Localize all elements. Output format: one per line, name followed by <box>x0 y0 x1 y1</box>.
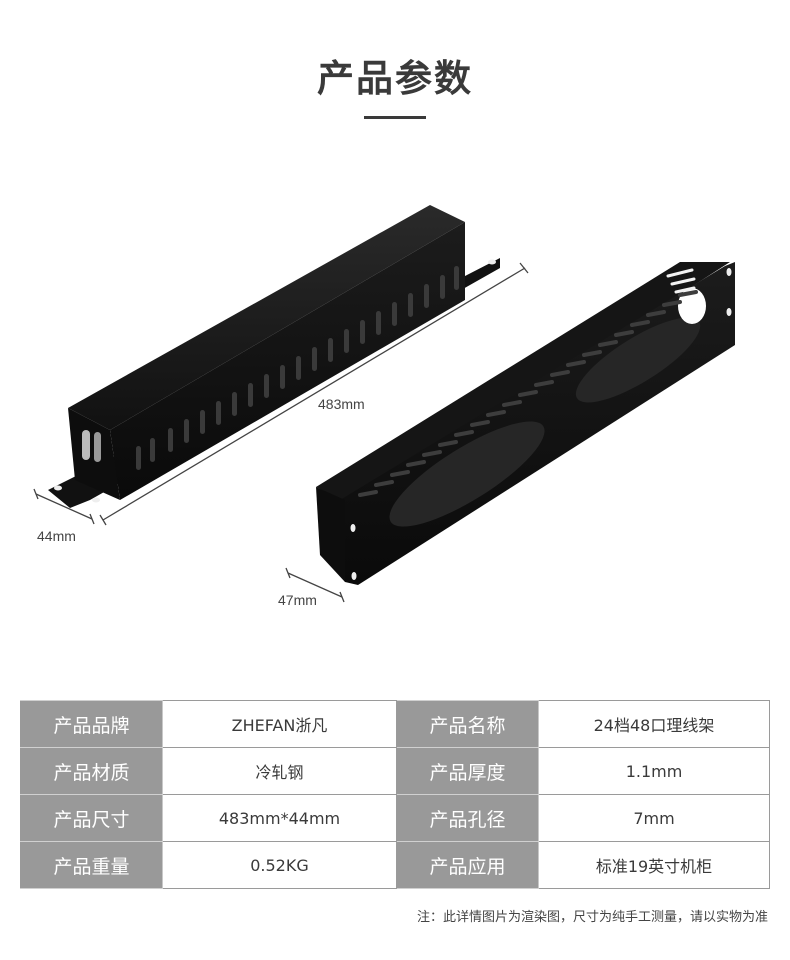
spec-label-application: 产品应用 <box>396 841 539 889</box>
table-row: 产品材质 冷轧钢 产品厚度 1.1mm <box>20 747 770 795</box>
spec-value-size: 483mm*44mm <box>162 794 397 842</box>
table-row: 产品重量 0.52KG 产品应用 标准19英寸机柜 <box>20 841 770 889</box>
product-illustration <box>0 190 790 630</box>
spec-value-weight: 0.52KG <box>162 841 397 889</box>
left-product-image <box>48 205 500 508</box>
spec-label-size: 产品尺寸 <box>20 794 163 842</box>
spec-label-weight: 产品重量 <box>20 841 163 889</box>
spec-value-application: 标准19英寸机柜 <box>538 841 770 889</box>
spec-value-name: 24档48口理线架 <box>538 700 770 748</box>
dimension-lines-left <box>33 262 529 526</box>
dimension-label-depth: 47mm <box>278 592 317 608</box>
dimension-label-length: 483mm <box>318 396 365 412</box>
right-product-image <box>316 262 735 585</box>
spec-label-thickness: 产品厚度 <box>396 747 539 795</box>
table-row: 产品尺寸 483mm*44mm 产品孔径 7mm <box>20 794 770 842</box>
spec-value-brand: ZHEFAN浙凡 <box>162 700 397 748</box>
spec-value-material: 冷轧钢 <box>162 747 397 795</box>
spec-label-name: 产品名称 <box>396 700 539 748</box>
table-row: 产品品牌 ZHEFAN浙凡 产品名称 24档48口理线架 <box>20 700 770 748</box>
disclaimer-note: 注：此详情图片为渲染图，尺寸为纯手工测量，请以实物为准 <box>416 910 768 925</box>
page-title: 产品参数 <box>317 57 473 100</box>
dimension-lines-right <box>285 567 345 603</box>
spec-label-material: 产品材质 <box>20 747 163 795</box>
spec-table: 产品品牌 ZHEFAN浙凡 产品名称 24档48口理线架 产品材质 冷轧钢 产品… <box>20 700 770 889</box>
spec-label-hole-diameter: 产品孔径 <box>396 794 539 842</box>
spec-value-thickness: 1.1mm <box>538 747 770 795</box>
dimension-label-height: 44mm <box>37 528 76 544</box>
spec-value-hole-diameter: 7mm <box>538 794 770 842</box>
title-underline <box>364 116 426 119</box>
spec-label-brand: 产品品牌 <box>20 700 163 748</box>
